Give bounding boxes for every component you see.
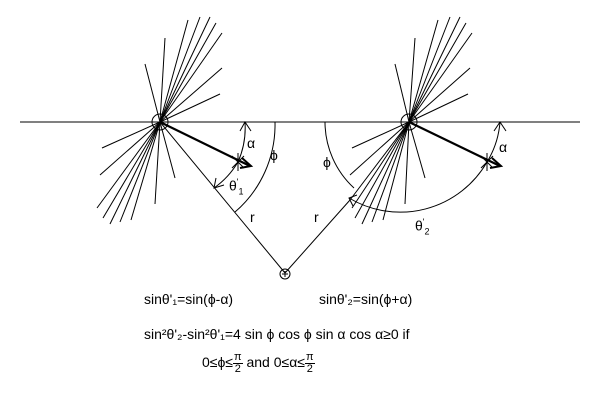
right-dipole-fan (349, 16, 473, 225)
observer-circle (279, 268, 291, 280)
right-dipole-arrow (408, 121, 501, 167)
left-r-line (159, 121, 286, 274)
theta2-label: θ'2 (415, 217, 430, 237)
alpha-label-left: α (247, 135, 256, 151)
equation-theta1: sinθ'₁=sin(ϕ-α) (144, 291, 234, 307)
r-label-right: r (314, 209, 319, 225)
left-dipole-arrow (159, 121, 251, 167)
equation-theta2: sinθ'₂=sin(ϕ+α) (319, 291, 413, 307)
alpha-label-right: α (499, 139, 508, 155)
phi-label-right: ϕ (323, 154, 331, 170)
equation-difference: sin²θ'₂-sin²θ'₁=4 sin ϕ cos ϕ sin α cos … (144, 326, 410, 342)
left-dipole-fan (96, 16, 223, 225)
r-label-left: r (250, 209, 255, 225)
phi-label-left: ϕ (270, 147, 278, 163)
right-r-line (284, 199, 351, 274)
left-star (231, 153, 245, 171)
right-source-circle (400, 113, 418, 131)
left-source-circle (151, 113, 169, 131)
theta1-label: θ'1 (229, 177, 244, 197)
